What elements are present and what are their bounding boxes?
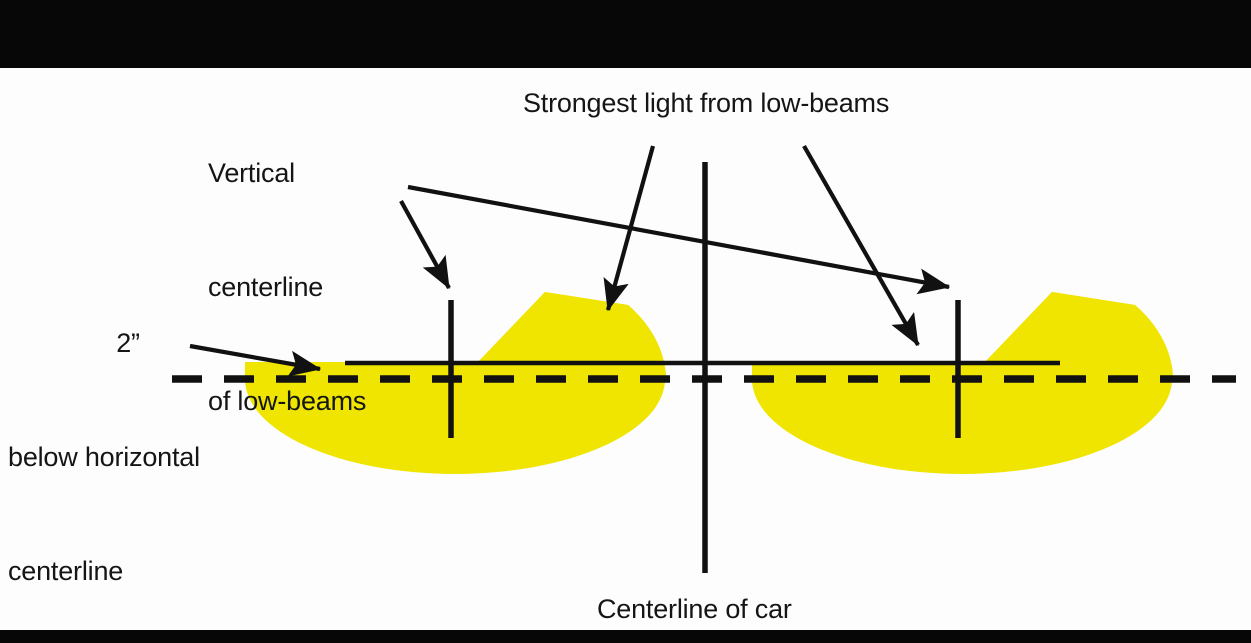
- left-beam-group: [245, 292, 666, 474]
- leader-arrow-vertical-centerline-right: [407, 184, 951, 295]
- label-strongest-light: Strongest light from low-beams: [523, 88, 890, 118]
- label-two-inch-value: 2”: [116, 328, 140, 358]
- label-two-inch-line3: centerline: [8, 556, 124, 586]
- label-two-inch-line2: below horizontal: [8, 442, 200, 472]
- right-beam-group: [752, 292, 1173, 474]
- letterbox-bottom-bar: [0, 630, 1251, 643]
- right-beam-hotspot: [985, 292, 1173, 379]
- leader-arrow-vertical-centerline-left: [399, 199, 451, 290]
- label-centerline-of-car: Centerline of car: [597, 594, 792, 624]
- label-vertical-centerline-line2: centerline: [208, 272, 324, 302]
- leader-arrow-strongest-light-right: [802, 144, 920, 347]
- leader-arrow-strongest-light-left: [603, 145, 656, 312]
- leader-arrow-two-inch-below: [189, 343, 322, 377]
- label-vertical-centerline-line3: of low-beams: [208, 386, 367, 416]
- label-two-inch-below-horizontal-centerline: 2” below horizontal centerline: [8, 248, 248, 643]
- label-vertical-centerline: Vertical centerline of low-beams: [208, 78, 366, 496]
- label-vertical-centerline-line1: Vertical: [208, 158, 295, 188]
- left-beam-hotspot: [478, 292, 666, 379]
- letterbox-top-bar: [0, 0, 1251, 68]
